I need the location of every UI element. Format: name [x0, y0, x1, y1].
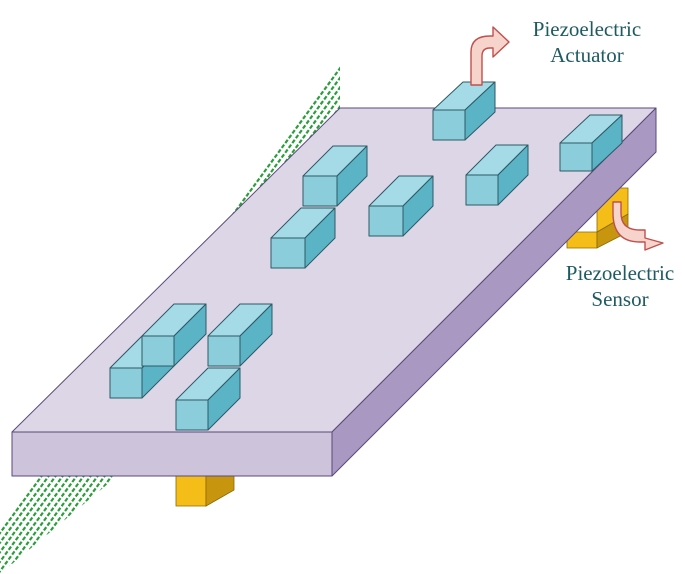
- piezo-actuator-block: [432, 81, 496, 141]
- piezo-actuator-block: [207, 303, 273, 367]
- piezo-actuator-block: [270, 207, 336, 269]
- sensor-patch-near: [175, 467, 235, 507]
- piezo-actuator-block: [175, 367, 241, 431]
- piezo-actuator-block: [368, 175, 434, 237]
- sensor-arrow: [612, 201, 664, 251]
- sensor-label-line2: Sensor: [591, 287, 649, 311]
- actuator-label-line2: Actuator: [550, 43, 624, 67]
- sensor-label-line1: Piezoelectric: [565, 261, 675, 285]
- actuator-label-line1: Piezoelectric: [532, 17, 642, 41]
- piezo-actuator-block: [559, 114, 623, 172]
- piezo-actuator-block: [141, 303, 207, 367]
- actuator-blocks: [109, 81, 623, 431]
- actuator-label: Piezoelectric Actuator: [512, 16, 662, 68]
- actuator-arrow: [470, 26, 510, 86]
- sensor-label: Piezoelectric Sensor: [545, 260, 685, 312]
- piezo-actuator-block: [465, 144, 529, 206]
- piezo-actuator-block: [302, 145, 368, 207]
